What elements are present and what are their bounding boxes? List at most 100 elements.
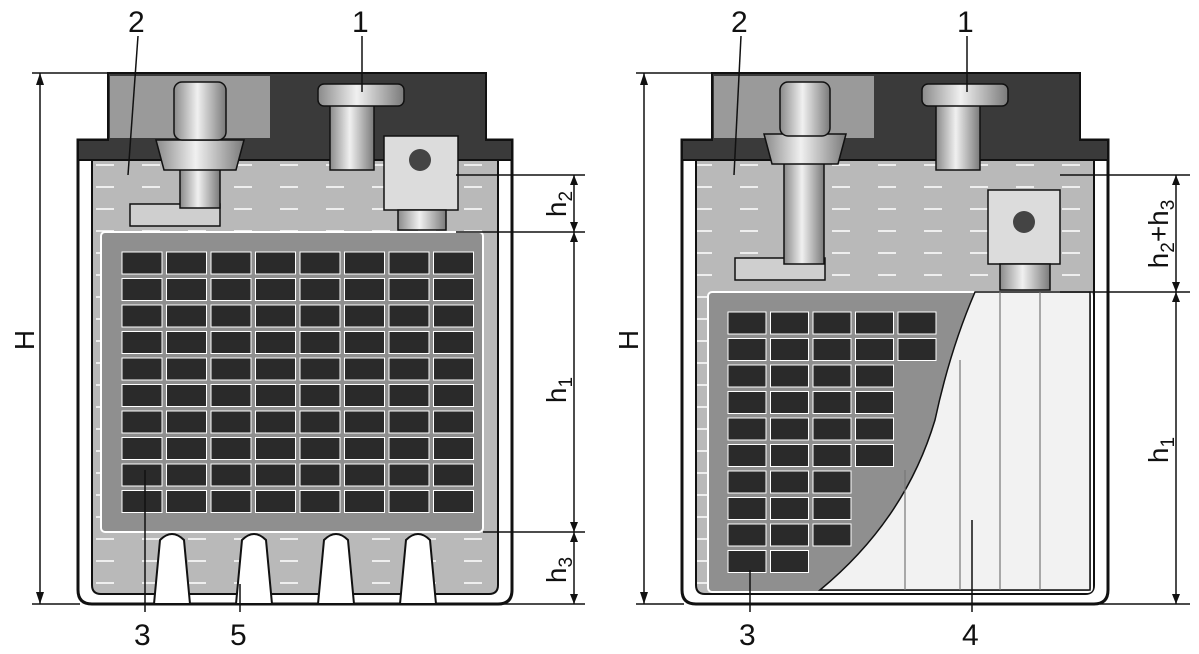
grid-cell: [727, 550, 767, 573]
grid-cell: [770, 311, 809, 335]
grid-cell: [210, 251, 252, 275]
left-callout-5: 5: [230, 619, 247, 652]
right-arrowheads: [640, 73, 1180, 604]
left-terminal-block: [383, 135, 459, 231]
grid-cell: [855, 417, 894, 441]
grid-cell: [727, 364, 767, 388]
grid-cell: [166, 437, 207, 460]
right-vent-cap: [921, 83, 1009, 171]
grid-cell: [855, 444, 894, 467]
grid-cell: [433, 384, 474, 407]
grid-cell: [344, 384, 385, 407]
right-callout-3: 3: [739, 619, 756, 652]
right-dim-h1-sub: 1: [1158, 437, 1179, 448]
grid-cell: [299, 384, 341, 407]
right-battery: 2 1 3 4 H h2+h3 h1: [613, 6, 1190, 652]
grid-cell: [255, 278, 296, 301]
grid-cell: [388, 384, 430, 407]
grid-cell: [727, 311, 767, 335]
grid-cell: [812, 311, 852, 335]
svg-text:h3: h3: [541, 557, 577, 583]
grid-cell: [770, 417, 809, 441]
grid-cell: [770, 497, 809, 520]
grid-cell: [166, 384, 207, 407]
grid-cell: [770, 338, 809, 361]
grid-cell: [433, 490, 474, 513]
grid-cell: [812, 523, 852, 547]
grid-cell: [812, 364, 852, 388]
grid-cell: [727, 470, 767, 494]
grid-cell: [770, 470, 809, 494]
left-arrowheads: [36, 73, 578, 604]
left-dim-h2-base: h: [541, 202, 572, 218]
svg-text:h2: h2: [541, 191, 577, 217]
grid-cell: [344, 357, 385, 381]
grid-cell: [812, 497, 852, 520]
grid-cell: [388, 251, 430, 275]
right-separator: [817, 291, 1091, 591]
right-dim-H: H: [613, 330, 644, 350]
grid-cell: [255, 437, 296, 460]
right-dim-h23-sub1: 2: [1158, 242, 1179, 253]
grid-cell: [433, 278, 474, 301]
grid-cell: [433, 331, 474, 354]
right-dim-h23-plus: +: [1143, 226, 1174, 242]
grid-cell: [433, 463, 474, 487]
grid-cell: [121, 304, 163, 328]
grid-cell: [812, 391, 852, 414]
grid-cell: [344, 304, 385, 328]
grid-cell: [299, 490, 341, 513]
left-terminal-post: [155, 81, 245, 209]
grid-cell: [210, 410, 252, 434]
grid-cell: [344, 437, 385, 460]
right-dim-h1-base: h: [1143, 448, 1174, 464]
grid-cell: [388, 357, 430, 381]
grid-cell: [344, 278, 385, 301]
grid-cell: [344, 463, 385, 487]
grid-cell: [255, 384, 296, 407]
left-dim-h3-base: h: [541, 568, 572, 584]
grid-cell: [812, 444, 852, 467]
grid-cell: [210, 463, 252, 487]
grid-cell: [388, 437, 430, 460]
grid-cell: [855, 311, 894, 335]
grid-cell: [121, 251, 163, 275]
grid-cell: [812, 417, 852, 441]
grid-cell: [388, 463, 430, 487]
grid-cell: [121, 357, 163, 381]
grid-cell: [770, 391, 809, 414]
svg-text:h2+h3: h2+h3: [1143, 200, 1179, 269]
left-dim-H: H: [9, 330, 40, 350]
grid-cell: [388, 410, 430, 434]
grid-cell: [433, 437, 474, 460]
svg-text:h1: h1: [1143, 437, 1179, 463]
grid-cell: [255, 463, 296, 487]
left-vent-cap: [317, 83, 405, 171]
right-callout-1: 1: [957, 6, 974, 39]
grid-cell: [812, 338, 852, 361]
left-plate-frame: [100, 231, 484, 533]
left-dim-h1-sub: 1: [556, 377, 577, 388]
left-callout-2: 2: [128, 6, 145, 39]
grid-cell: [897, 311, 937, 335]
left-dim-h3-sub: 3: [556, 557, 577, 568]
grid-cell: [255, 331, 296, 354]
grid-cell: [299, 357, 341, 381]
right-dim-h23-base1: h: [1143, 253, 1174, 269]
grid-cell: [121, 331, 163, 354]
grid-cell: [770, 523, 809, 547]
grid-cell: [727, 338, 767, 361]
grid-cell: [727, 417, 767, 441]
grid-cell: [770, 364, 809, 388]
grid-cell: [166, 278, 207, 301]
grid-cell: [344, 490, 385, 513]
grid-cell: [855, 391, 894, 414]
grid-cell: [770, 550, 809, 573]
grid-cell: [299, 304, 341, 328]
grid-cell: [433, 251, 474, 275]
grid-cell: [727, 391, 767, 414]
grid-cell: [121, 437, 163, 460]
grid-cell: [299, 278, 341, 301]
grid-cell: [121, 410, 163, 434]
grid-cell: [388, 304, 430, 328]
